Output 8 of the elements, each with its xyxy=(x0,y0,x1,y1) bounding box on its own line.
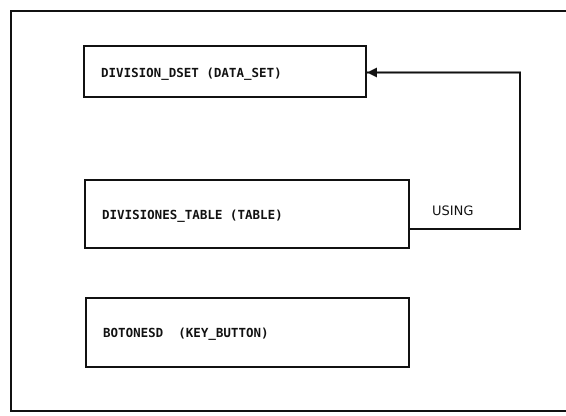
frame-box xyxy=(10,10,566,412)
component-box xyxy=(84,179,410,249)
component-box xyxy=(83,45,367,98)
component-name: BOTONESD (KEY_BUTTON) xyxy=(103,325,269,340)
component-name: DIVISIONES_TABLE (TABLE) xyxy=(102,207,283,222)
component-box xyxy=(85,297,410,368)
component-name: DIVISION_DSET (DATA_SET) xyxy=(101,65,282,80)
arrow xyxy=(367,68,521,230)
